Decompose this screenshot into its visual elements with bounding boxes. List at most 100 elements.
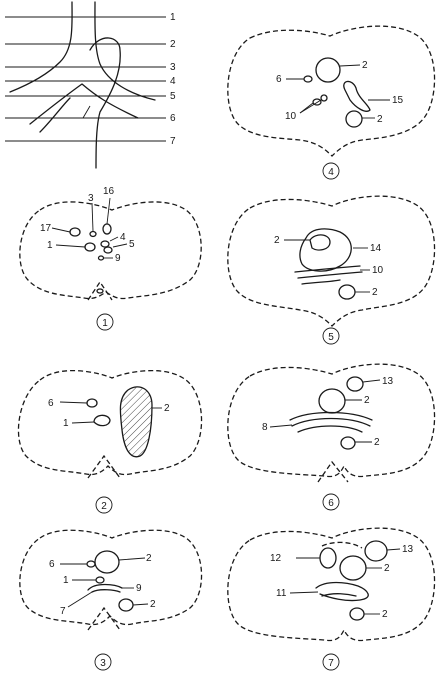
s5-label-2-upper: 2 [274,235,280,246]
s6-label-8: 8 [262,422,268,433]
section-2-number: 2 [101,501,107,512]
s7-label-2-upper: 2 [384,563,390,574]
section-4-number: 4 [328,167,334,178]
s4-structure-2-upper [315,57,341,83]
s2-structure-2-hatched [119,386,153,458]
s2-structure-1 [93,414,111,427]
s3-structure-6 [86,560,96,568]
section-4-number-circle [322,162,340,180]
section-5-number-circle [322,327,340,345]
s7-label-11: 11 [276,588,287,599]
s7-structure-11 [315,581,369,602]
section-3-number: 3 [100,658,106,669]
section-7-number-circle [322,653,340,671]
s4-label-6: 6 [276,74,282,85]
section-5 [227,195,436,327]
s5-label-2-lower: 2 [372,287,378,298]
s1-label-4: 4 [120,232,126,243]
s5-structure-2-lower [338,284,356,300]
s1-structure-1 [84,242,96,252]
s6-label-13: 13 [382,376,394,387]
level-label-6: 6 [170,113,176,124]
section-3 [19,529,203,631]
section-6 [227,363,436,483]
section-1-notch [87,280,113,301]
s6-label-2-upper: 2 [364,395,370,406]
section-3-number-circle [94,653,112,671]
vessel-cross-branch [29,83,139,125]
level-label-1: 1 [170,12,176,23]
level-label-2: 2 [170,39,176,50]
section-1-outline [19,201,202,300]
s3-label-2-upper: 2 [146,553,152,564]
level-diagram [5,1,166,169]
s2-structure-6 [86,398,98,408]
s7-structure-13 [364,540,388,562]
s3-structure-2-lower [118,598,134,612]
s4-structure-15 [343,80,371,112]
s1-label-9: 9 [115,253,121,264]
s3-structure-1 [95,576,105,584]
s4-label-2-lower: 2 [377,114,383,125]
s1-structure-9 [97,255,105,261]
section-4-outline [227,25,436,157]
s1-label-5: 5 [129,239,135,250]
s1-structure-3 [89,230,97,238]
s7-label-12: 12 [270,553,282,564]
s4-structure-10a [312,98,322,106]
section-1-number: 1 [102,318,108,329]
s7-label-2-lower: 2 [382,609,388,620]
s1-structure-17 [69,227,81,237]
s3-label-7: 7 [60,606,66,617]
s1-label-17: 17 [40,223,52,234]
s6-label-2-lower: 2 [374,437,380,448]
section-1-number-circle [96,313,114,331]
s3-structure-2-upper [94,550,120,574]
s6-structure-2-upper [318,388,346,414]
s2-label-1: 1 [63,418,69,429]
section-3-notch [87,606,121,631]
section-4 [227,25,436,157]
s6-structure-2-lower [340,436,356,450]
s6-structure-13 [346,376,364,392]
section-6-number: 6 [328,498,334,509]
section-7-number: 7 [328,658,334,669]
s3-structure-9 [87,583,123,591]
s1-label-3: 3 [88,193,94,204]
s2-label-2: 2 [164,403,170,414]
level-label-7: 7 [170,136,176,147]
s4-label-2-upper: 2 [362,60,368,71]
s7-structure-2-upper [339,555,367,581]
s5-label-10: 10 [372,265,384,276]
s4-structure-2-lower [345,110,363,128]
s1-label-1: 1 [47,240,53,251]
section-2-outline [17,369,203,476]
vessel-left-limb [9,1,73,93]
level-label-5: 5 [170,91,176,102]
section-2-notch [87,454,121,479]
section-6-number-circle [322,493,340,511]
s4-label-15: 15 [392,95,404,106]
s3-label-6: 6 [49,559,55,570]
s2-label-6: 6 [48,398,54,409]
s5-label-14: 14 [370,243,382,254]
section-2-number-circle [95,496,113,514]
s1-label-16: 16 [103,186,115,197]
section-7 [227,527,436,642]
s3-label-1: 1 [63,575,69,586]
s4-label-10: 10 [285,111,297,122]
section-3-outline [19,529,203,626]
s1-structure-16 [102,223,112,235]
s5-structure-14 [299,228,352,272]
level-label-3: 3 [170,62,176,73]
section-2 [17,369,203,479]
s6-structure-8 [289,411,373,421]
s7-structure-2-lower [349,607,365,621]
vessel-loop [89,37,121,169]
section-7-outline [227,527,436,642]
s7-structure-12 [319,547,337,569]
level-label-4: 4 [170,76,176,87]
section-5-outline [227,195,436,327]
